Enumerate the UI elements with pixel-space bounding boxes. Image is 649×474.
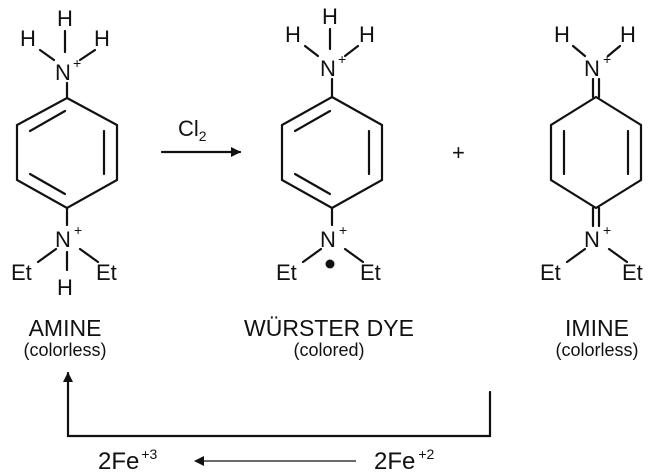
amine-et-left: Et bbox=[11, 260, 32, 285]
plus-sign: + bbox=[452, 140, 465, 165]
amine-et-right: Et bbox=[96, 260, 117, 285]
dye-n-bottom: N bbox=[320, 227, 336, 252]
iron-fe2: 2Fe+2 bbox=[374, 446, 435, 474]
dye-et-right: Et bbox=[360, 260, 381, 285]
imine-ring bbox=[549, 95, 643, 210]
amine-charge-bottom: + bbox=[74, 222, 82, 238]
imine-n-bottom: N bbox=[584, 227, 600, 252]
amine-h-left: H bbox=[20, 26, 36, 51]
iron-fe3: 2Fe+3 bbox=[98, 446, 158, 474]
dye-ring bbox=[280, 95, 384, 210]
imine-et-right: Et bbox=[622, 260, 643, 285]
dye-charge-bottom: + bbox=[339, 222, 347, 238]
dye-et-left: Et bbox=[276, 260, 297, 285]
imine-description: (colorless) bbox=[555, 340, 638, 360]
amine-h-right: H bbox=[94, 26, 110, 51]
amine-h-top: H bbox=[57, 6, 73, 31]
dye-charge-top: + bbox=[338, 51, 346, 67]
amine-structure: H H H N + N + Et Et H bbox=[11, 6, 119, 300]
imine-charge-top: + bbox=[603, 51, 611, 67]
radical-dot bbox=[325, 259, 335, 269]
dye-n-top: N bbox=[320, 56, 336, 81]
imine-h-right: H bbox=[620, 22, 636, 47]
amine-description: (colorless) bbox=[23, 340, 106, 360]
wurster-dye-label: WÜRSTER DYE bbox=[244, 315, 414, 341]
dye-h-right: H bbox=[359, 22, 375, 47]
imine-label: IMINE bbox=[565, 315, 629, 341]
wurster-dye-structure: H H H N + N + Et Et bbox=[276, 4, 384, 285]
amine-label: AMINE bbox=[29, 315, 102, 341]
imine-n-top: N bbox=[584, 56, 600, 81]
imine-h-left: H bbox=[554, 22, 570, 47]
reagent-chlorine: Cl2 bbox=[178, 116, 207, 144]
amine-n-bottom: N bbox=[55, 227, 71, 252]
amine-charge-top: + bbox=[73, 55, 81, 71]
amine-h-bottom: H bbox=[57, 275, 73, 300]
dye-h-top: H bbox=[322, 4, 338, 29]
dye-h-left: H bbox=[285, 22, 301, 47]
recycle-arrow bbox=[63, 371, 492, 438]
amine-n-top: N bbox=[55, 60, 71, 85]
wurster-dye-description: (colored) bbox=[293, 340, 364, 360]
imine-charge-bottom: + bbox=[603, 222, 611, 238]
imine-structure: H H N + N + Et Et bbox=[540, 22, 643, 285]
amine-ring bbox=[15, 96, 119, 210]
imine-et-left: Et bbox=[540, 260, 561, 285]
